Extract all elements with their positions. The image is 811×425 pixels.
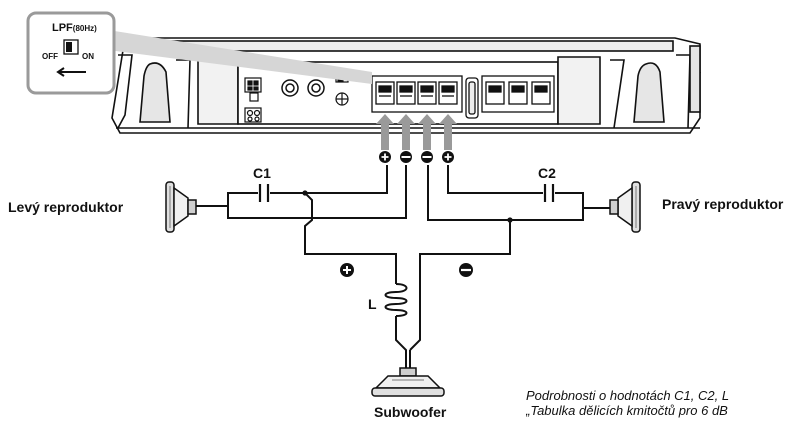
rca-inputs [281, 79, 325, 97]
plus-circle-icon [442, 151, 454, 163]
lpf-title: LPF [52, 22, 73, 34]
terminal-arrows [376, 114, 457, 150]
left-speaker-label: Levý reproduktor [8, 199, 124, 215]
wire-polarity-marks [340, 263, 473, 277]
terminal-4 [438, 81, 458, 105]
power-terminal-block [481, 75, 555, 113]
terminal-1 [375, 81, 395, 105]
footnote: Podrobnosti o hodnotách C1, C2, L „Tabul… [526, 388, 811, 418]
capacitor-c1 [258, 184, 270, 202]
speaker-terminal-block [371, 75, 479, 119]
lpf-off-label: OFF [42, 52, 58, 61]
terminal-2 [396, 81, 416, 105]
lpf-callout [26, 11, 372, 95]
minus-circle-icon [400, 151, 412, 163]
footnote-line-2: „Tabulka dělicích kmitočtů pro 6 dB [526, 403, 728, 418]
right-speaker-label: Pravý reproduktor [662, 196, 784, 212]
minus-circle-icon [421, 151, 433, 163]
junction-dots [302, 190, 513, 223]
subwoofer-speaker [371, 367, 445, 397]
power-connector [244, 77, 262, 123]
subwoofer-label: Subwoofer [374, 404, 447, 420]
wiring [196, 165, 612, 368]
left-speaker [165, 181, 197, 233]
plus-circle-icon [340, 263, 354, 277]
terminal-3 [417, 81, 437, 105]
capacitor-c2-label: C2 [538, 165, 556, 181]
inductor-label: L [368, 296, 377, 312]
lpf-on-label: ON [82, 52, 94, 61]
right-speaker [609, 181, 641, 233]
minus-circle-icon [459, 263, 473, 277]
capacitor-c1-label: C1 [253, 165, 271, 181]
inductor-coil [384, 283, 408, 317]
lpf-label: LPF(80Hz) [52, 22, 97, 34]
lpf-subtitle: (80Hz) [72, 24, 97, 33]
footnote-line-1: Podrobnosti o hodnotách C1, C2, L [526, 388, 730, 403]
plus-circle-icon [379, 151, 391, 163]
terminal-polarity-marks [379, 151, 454, 163]
capacitor-c2 [543, 184, 555, 202]
